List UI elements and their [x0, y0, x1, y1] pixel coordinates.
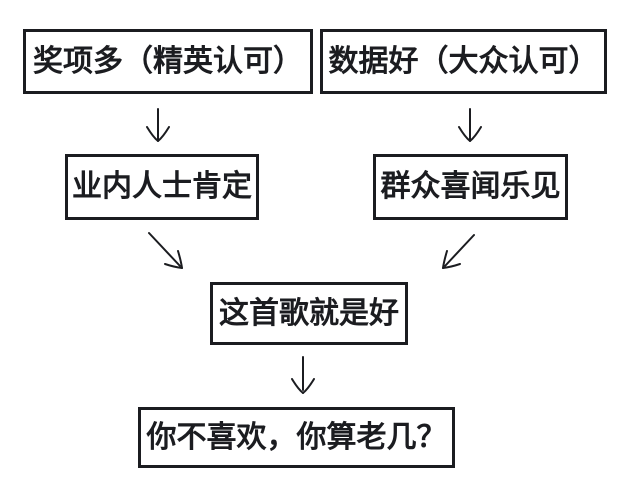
node-industry-label: 业内人士肯定 [72, 170, 252, 203]
arrow-data-to-masses [458, 108, 482, 142]
node-conclusion-label: 你不喜欢，你算老几？ [146, 420, 447, 454]
node-conclusion: 你不喜欢，你算老几？ [138, 407, 455, 468]
node-awards-label: 奖项多（精英认可） [33, 44, 303, 78]
node-masses-label: 群众喜闻乐见 [380, 170, 561, 203]
node-awards: 奖项多（精英认可） [23, 29, 313, 94]
arrow-industry-to-song [148, 232, 183, 269]
arrow-masses-to-song [442, 234, 475, 269]
node-industry: 业内人士肯定 [65, 154, 259, 220]
arrow-song-to-conclusion [291, 356, 315, 394]
node-data-good: 数据好（大众认可） [320, 29, 607, 94]
arrow-awards-to-industry [146, 108, 170, 142]
node-data-good-label: 数据好（大众认可） [328, 44, 599, 78]
node-song-label: 这首歌就是好 [219, 296, 399, 330]
node-masses: 群众喜闻乐见 [373, 154, 568, 220]
node-song: 这首歌就是好 [210, 282, 408, 345]
